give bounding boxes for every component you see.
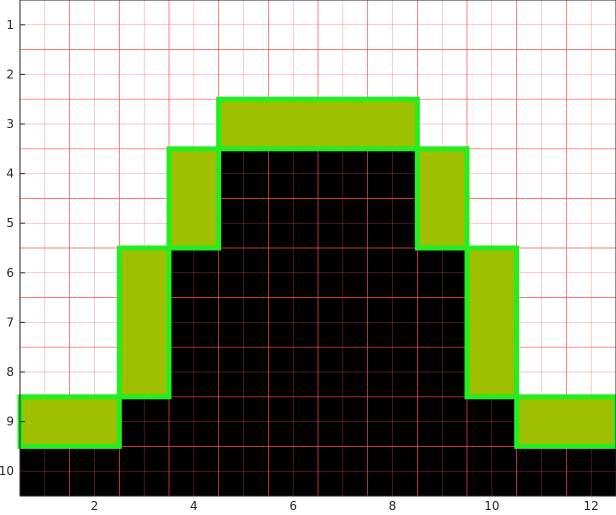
region-left-base [17,394,122,449]
x-tick-label: 4 [190,499,198,513]
highlight-regions-layer [17,96,616,449]
x-tick-label: 2 [91,499,99,513]
x-tick-label: 12 [584,499,599,513]
y-tick-label: 2 [6,67,14,81]
region-right-base [514,394,616,449]
x-tick-label: 6 [289,499,297,513]
region-top [216,96,420,152]
y-tick-label: 7 [6,315,14,329]
region-right-mid [464,245,520,400]
y-tick-label: 8 [6,365,14,379]
axes-frame [19,0,616,497]
y-tick-label: 10 [0,464,14,478]
region-left-mid [116,245,172,400]
y-tick-label: 6 [6,266,14,280]
x-tick-label: 10 [484,499,499,513]
y-tick-label: 9 [6,415,14,429]
region-right-upper [414,146,470,251]
region-left-upper [166,146,222,251]
y-tick-label: 5 [6,216,14,230]
y-tick-label: 4 [6,167,14,181]
y-tick-label: 1 [6,18,14,32]
y-tick-label: 3 [6,117,14,131]
x-tick-label: 8 [389,499,397,513]
